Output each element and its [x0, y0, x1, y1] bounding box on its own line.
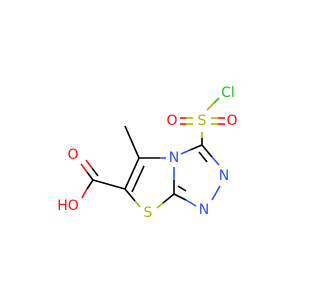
- atom-hydroxyl: HO: [57, 198, 79, 214]
- bond-s-cl-yellow: [206, 102, 215, 111]
- structure-svg: Cl S O O N N N S O HO: [57, 85, 237, 221]
- atom-chlorine: Cl: [221, 85, 235, 101]
- atom-ring-sulfur: S: [144, 205, 153, 221]
- bond-c3-n2-blue: [211, 156, 220, 166]
- bond-c-oh-red: [81, 188, 88, 199]
- bond-c6-s-yellow: [134, 200, 141, 208]
- bond-methyl: [124, 125, 140, 159]
- bond-n1-c7a-double: [177, 185, 187, 192]
- bond-n1-c7a: [173, 193, 187, 201]
- bond-c-o-a: [86, 171, 94, 181]
- bond-s-cl-green: [213, 97, 220, 104]
- atom-carbonyl-oxygen: O: [67, 147, 78, 163]
- bond-n-c3: [189, 144, 203, 151]
- bond-c-oh: [86, 179, 94, 190]
- bond-n-c3-blue: [180, 149, 191, 155]
- bond-c6-cooh: [92, 179, 126, 190]
- atom-sulfonyl-oxygen-right: O: [226, 113, 237, 129]
- bond-n1-c7a-blue: [185, 199, 197, 207]
- atom-bridge-nitrogen: N: [169, 150, 179, 166]
- bond-c5-c6: [124, 157, 140, 190]
- bond-c6-s: [124, 188, 136, 202]
- bond-c3-n2: [201, 144, 213, 158]
- atom-triazole-nitrogen-upper: N: [219, 168, 229, 184]
- atom-sulfonyl-sulfur: S: [198, 113, 207, 129]
- bond-c-o-red-b: [85, 159, 93, 169]
- atom-triazole-nitrogen-lower: N: [199, 202, 209, 218]
- bond-s-c7a: [162, 193, 175, 204]
- molecule-diagram: Cl S O O N N N S O HO: [57, 85, 237, 221]
- bond-c-o-red-a: [80, 163, 88, 173]
- bond-c5-c6-double: [131, 165, 145, 193]
- bond-c-o-b: [91, 167, 99, 177]
- bond-c3-n2-double: [198, 151, 208, 163]
- bond-s-c7a-yellow: [156, 202, 164, 209]
- bond-n2-n1: [211, 185, 221, 201]
- atom-sulfonyl-oxygen-left: O: [166, 113, 177, 129]
